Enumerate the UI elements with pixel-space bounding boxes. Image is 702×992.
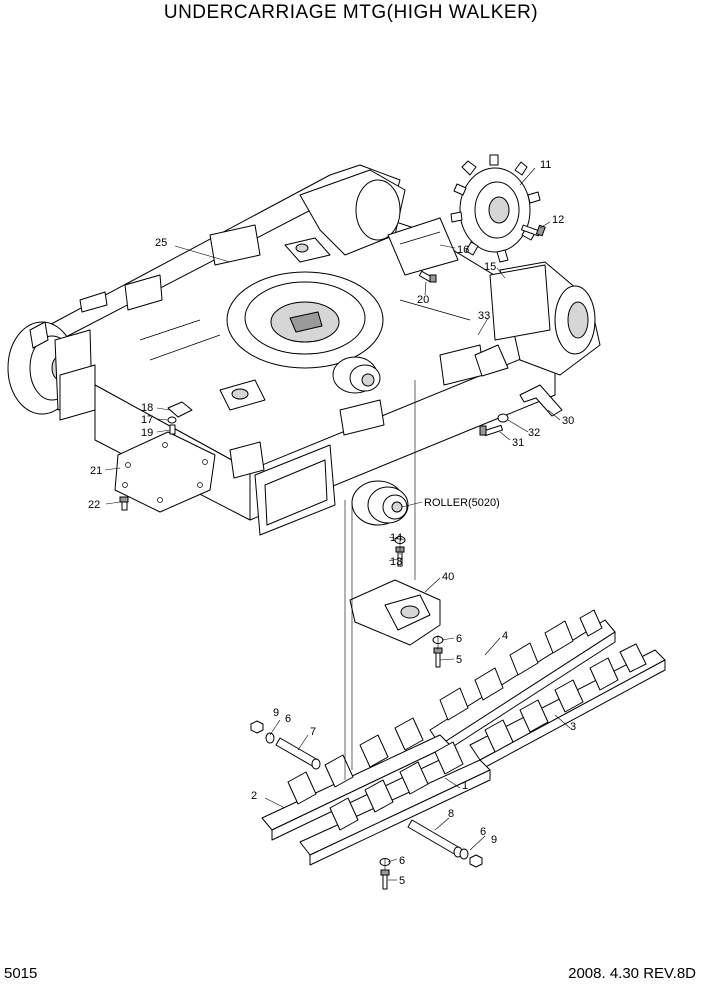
callout-7: 7 [310,726,316,738]
washer-6-right [459,848,469,860]
callout-3: 3 [570,721,576,733]
callout-4: 4 [502,630,508,642]
callout-8: 8 [448,808,454,820]
nut-9-left [250,720,264,734]
bolt-5-lower [380,869,390,890]
callout-14: 14 [390,532,402,544]
callout-25: 25 [155,237,167,249]
callout-40: 40 [442,571,454,583]
callout-31: 31 [512,437,524,449]
page-title: UNDERCARRIAGE MTG(HIGH WALKER) [163,2,539,23]
callout-19: 19 [141,427,153,439]
callout-6a: 6 [456,633,462,645]
callout-12: 12 [552,214,564,226]
washer-6-left [265,732,275,744]
leader-lines [104,167,571,881]
track-frame [7,164,601,536]
callout-21: 21 [90,465,102,477]
bolt-12 [521,224,546,237]
callout-33: 33 [478,310,490,322]
callout-16: 16 [457,244,469,256]
callout-22: 22 [88,499,100,511]
bolt-19 [169,424,176,435]
callout-6c: 6 [480,826,486,838]
callout-13: 13 [390,556,402,568]
bracket-30 [519,384,563,417]
washer-17 [167,416,177,424]
bolt-5-upper [433,647,443,668]
revision-date: 2008. 4.30 REV.8D [568,965,696,982]
pin-8 [407,819,463,858]
cover-plate-21 [114,431,216,513]
callout-17: 17 [141,414,153,426]
callout-18: 18 [141,402,153,414]
guard-15 [489,264,551,341]
callout-5b: 5 [399,875,405,887]
bracket-33 [474,344,509,377]
bolt-20 [418,270,437,283]
track-roller [351,480,409,526]
callout-11: 11 [540,159,551,171]
nut-9-right [469,854,483,868]
callout-15: 15 [484,261,496,273]
callout-labels: 11 12 16 25 15 20 33 18 17 19 21 22 30 3… [88,159,576,887]
bolt-22 [119,496,129,511]
callout-32: 32 [528,427,540,439]
callout-6b: 6 [285,713,291,725]
walker-rail-3 [469,643,666,771]
callout-9a: 9 [273,707,279,719]
bracket-40 [349,579,441,646]
walker-rail-1 [299,741,491,866]
callout-roller: ROLLER(5020) [424,497,500,509]
page-number: 5015 [4,965,38,982]
sprocket [450,154,541,263]
callout-5a: 5 [456,654,462,666]
callout-1: 1 [462,780,468,792]
pin-7 [275,737,321,770]
callout-9b: 9 [491,834,497,846]
callout-6d: 6 [399,855,405,867]
callout-20: 20 [417,294,429,306]
callout-2: 2 [251,790,257,802]
washer-32 [497,413,509,423]
motor-cover [387,217,459,276]
bolt-31 [479,424,503,437]
plate-18 [167,401,193,418]
callout-30: 30 [562,415,574,427]
